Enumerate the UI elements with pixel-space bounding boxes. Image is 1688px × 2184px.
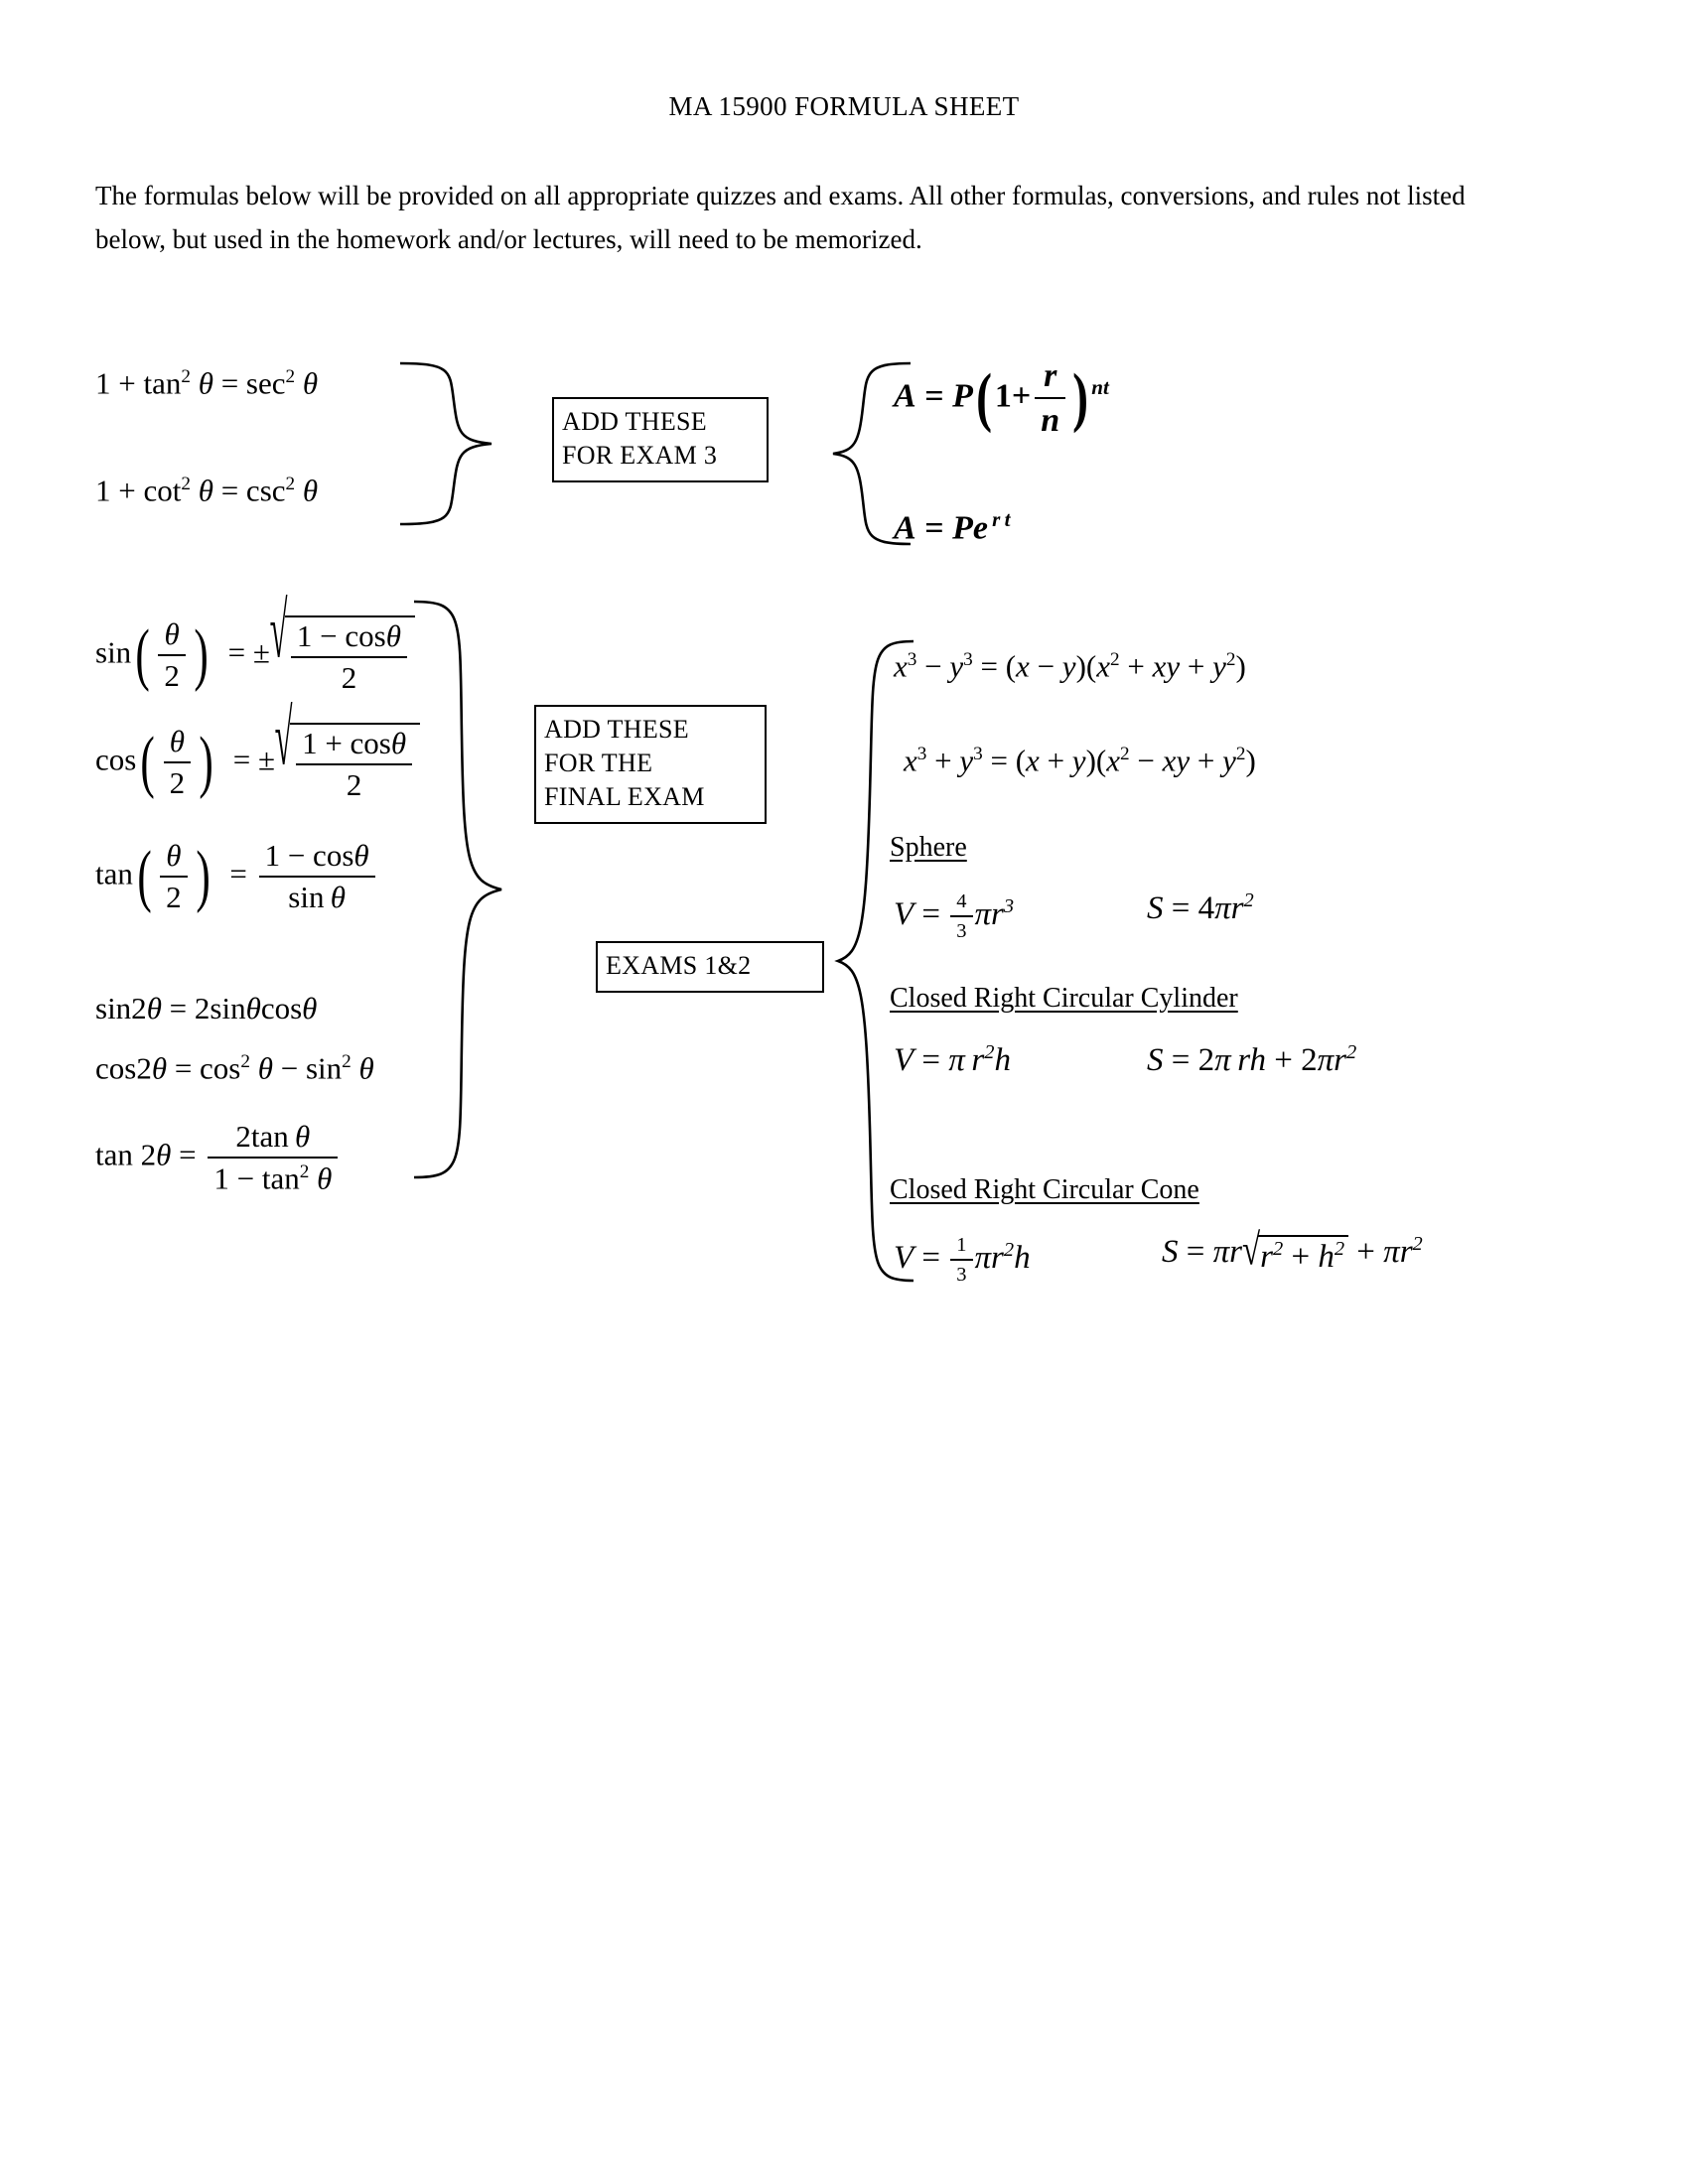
label-box-exam-3: ADD THESE FOR EXAM 3	[552, 397, 769, 482]
formula-double-angle-cos: cos2θ = cos2 θ − sin2 θ	[95, 1050, 374, 1086]
section-heading-cone: Closed Right Circular Cone	[890, 1174, 1199, 1205]
section-heading-cylinder: Closed Right Circular Cylinder	[890, 983, 1238, 1014]
label-box-final-exam: ADD THESE FOR THE FINAL EXAM	[534, 705, 767, 824]
formula-cylinder-surface: S = 2π rh + 2πr2	[1147, 1041, 1357, 1078]
formula-double-angle-sin: sin2θ = 2sinθcosθ	[95, 991, 318, 1025]
intro-paragraph: The formulas below will be provided on a…	[95, 181, 1466, 254]
formula-pythagorean-cot: 1 + cot2 θ = csc2 θ	[95, 473, 319, 508]
brace-exam3-left	[392, 357, 501, 531]
formula-continuous-interest: A = Pe r t	[894, 507, 1011, 547]
brace-final-left	[402, 596, 511, 1191]
formula-cone-surface: S = πr√r2 + h2 + πr2	[1162, 1226, 1423, 1276]
formula-difference-of-cubes: x3 − y3 = (x − y)(x2 + xy + y2)	[894, 648, 1246, 684]
formula-sum-of-cubes: x3 + y3 = (x + y)(x2 − xy + y2)	[904, 743, 1256, 778]
brace-exam3-right	[829, 357, 918, 556]
formula-sphere-surface: S = 4πr2	[1147, 889, 1254, 926]
formula-pythagorean-tan: 1 + tan2 θ = sec2 θ	[95, 365, 319, 401]
section-heading-sphere: Sphere	[890, 832, 967, 863]
page-title: MA 15900 FORMULA SHEET	[668, 91, 1020, 121]
formula-cylinder-volume: V = π r2h	[894, 1041, 1011, 1078]
label-box-exams-1-2: EXAMS 1&2	[596, 941, 824, 993]
brace-exams12-right	[834, 635, 923, 1291]
